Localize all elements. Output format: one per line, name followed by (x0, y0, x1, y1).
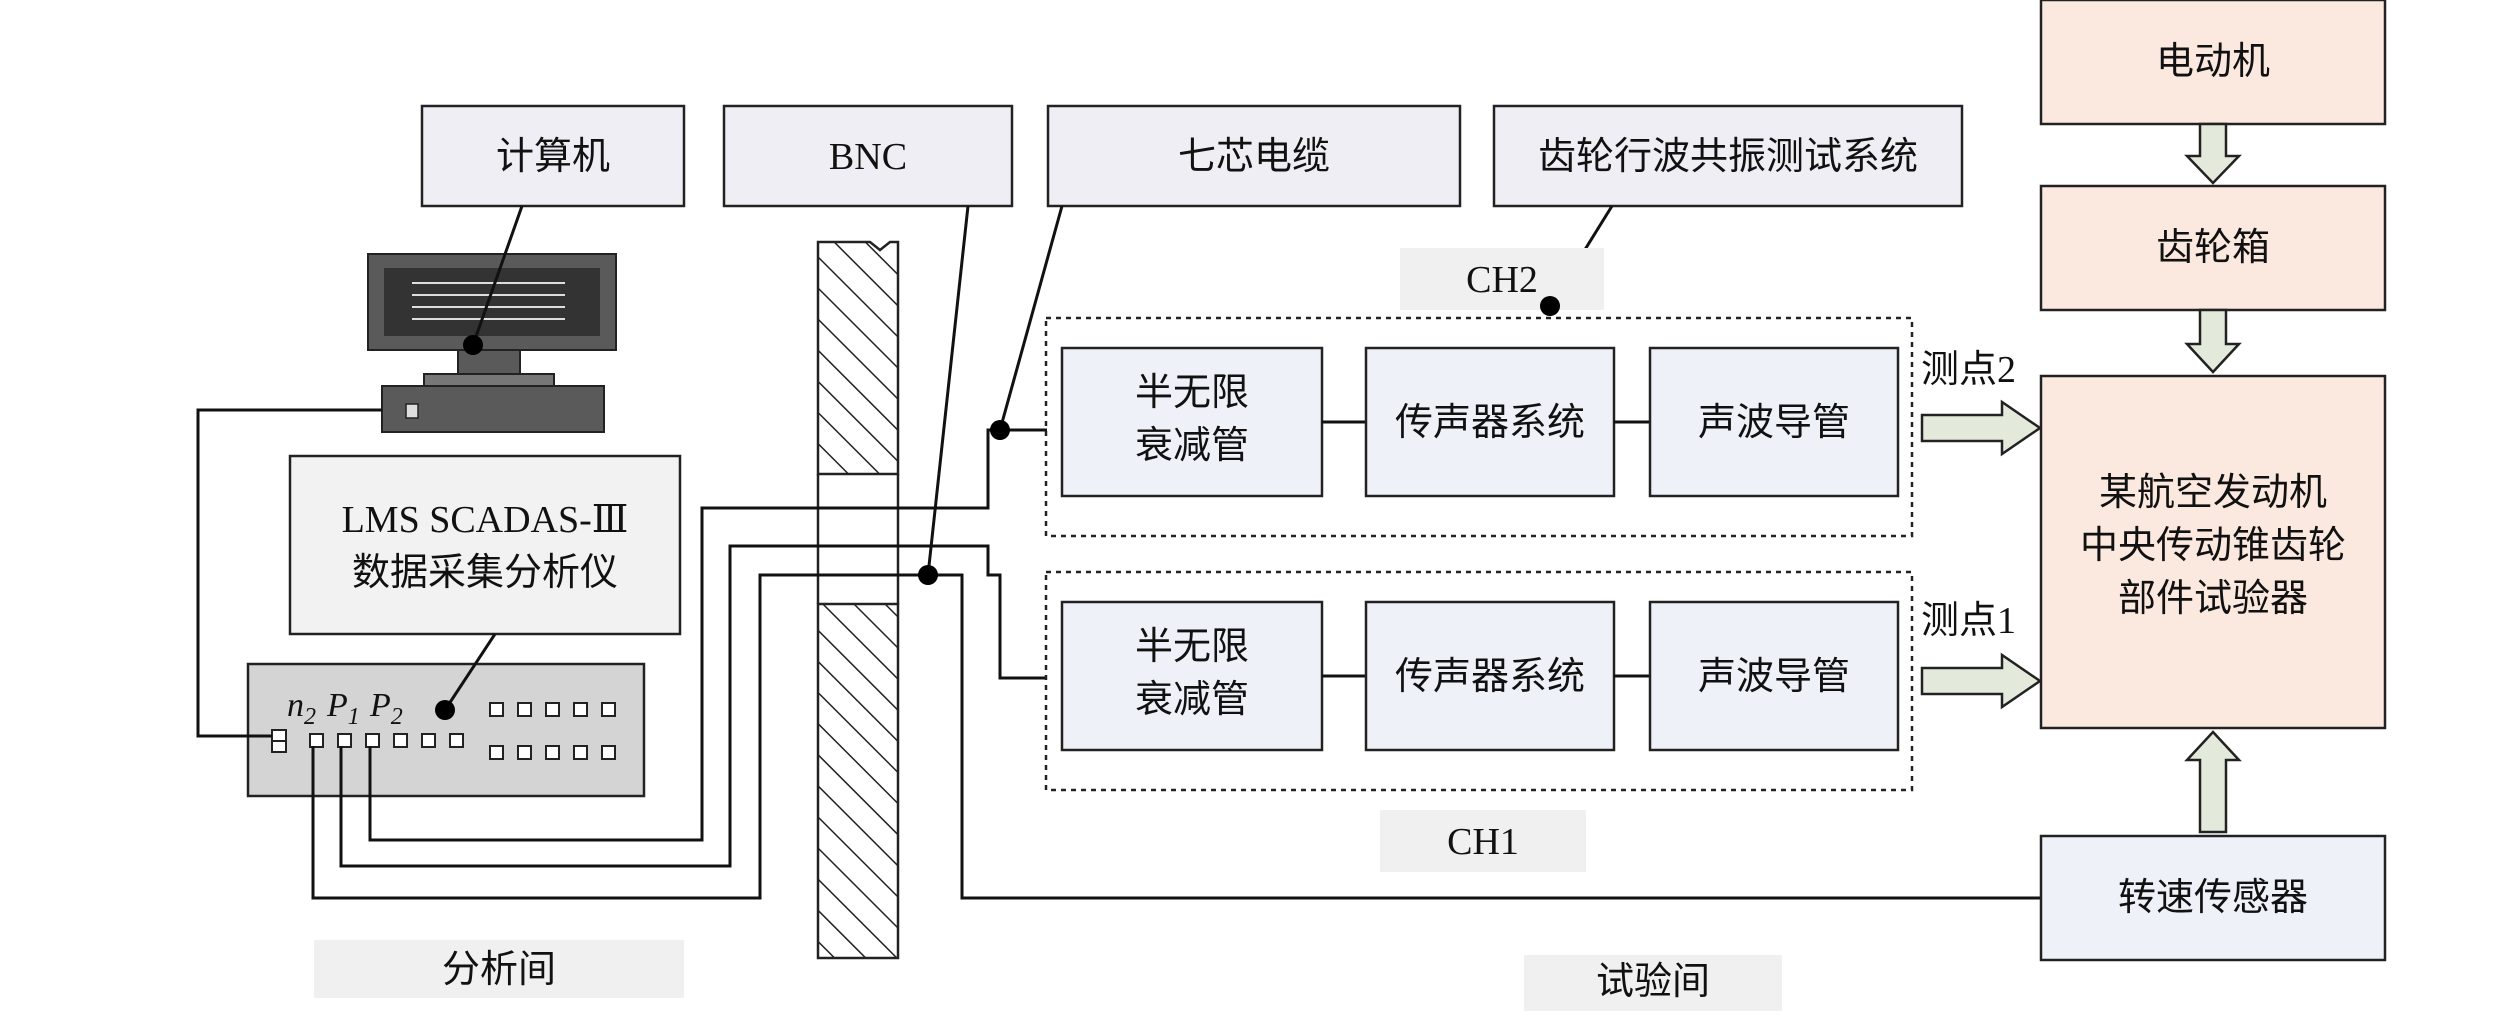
analyzer-label-box: LMS SCADAS-Ⅲ 数据采集分析仪 (288, 454, 682, 636)
ch1-microphone-system-box: 传声器系统 (1364, 600, 1616, 752)
svg-text:转速传感器: 转速传感器 (2118, 877, 2308, 919)
svg-text:半无限: 半无限 (1135, 626, 1249, 668)
point1-arrow (1920, 652, 2043, 710)
computer-icon (367, 253, 617, 433)
bnc-label: BNC (829, 136, 907, 178)
svg-text:声波导管: 声波导管 (1698, 402, 1850, 444)
port-n-label: n2 (287, 687, 316, 730)
ch2-label: CH2 (1400, 248, 1604, 310)
svg-text:部件试验器: 部件试验器 (2118, 578, 2308, 620)
svg-text:某航空发动机: 某航空发动机 (2099, 472, 2327, 514)
test-rig-box: 某航空发动机 中央传动锥齿轮 部件试验器 (2039, 374, 2387, 730)
motor-box: 电动机 (2039, 0, 2387, 126)
cable-label: 七芯电缆 (1178, 136, 1330, 178)
svg-text:试验间: 试验间 (1596, 961, 1710, 1003)
analyzer-ports (271, 702, 616, 760)
computer-label-box: 计算机 (420, 104, 686, 208)
ch2-acoustic-waveguide-box: 声波导管 (1648, 346, 1900, 498)
point1-label: 测点1 (1921, 600, 2016, 642)
test-room-label: 试验间 (1524, 955, 1782, 1011)
junction-dots (435, 296, 1560, 720)
wires (196, 205, 2041, 900)
svg-text:传声器系统: 传声器系统 (1395, 402, 1585, 444)
svg-text:CH2: CH2 (1466, 259, 1538, 301)
svg-text:传声器系统: 传声器系统 (1395, 656, 1585, 698)
svg-text:衰减管: 衰减管 (1135, 679, 1249, 721)
svg-text:半无限: 半无限 (1135, 372, 1249, 414)
gearbox-box: 齿轮箱 (2039, 184, 2387, 312)
ch1-acoustic-waveguide-box: 声波导管 (1648, 600, 1900, 752)
svg-text:中央传动锥齿轮: 中央传动锥齿轮 (2080, 525, 2346, 567)
computer-label: 计算机 (496, 136, 610, 178)
ch2-attenuation-tube-box: 半无限 衰减管 (1060, 346, 1324, 498)
bnc-label-box: BNC (722, 104, 1014, 208)
ch1-group-frame (1044, 570, 1914, 792)
ch1-label: CH1 (1380, 810, 1586, 872)
ch1-attenuation-tube-box: 半无限 衰减管 (1060, 600, 1324, 752)
ch2-microphone-system-box: 传声器系统 (1364, 346, 1616, 498)
ch2-group-frame (1044, 316, 1914, 538)
svg-text:分析间: 分析间 (442, 949, 556, 991)
analyzer-device: n2 P1 P2 (246, 662, 646, 798)
point2-label: 测点2 (1921, 349, 2016, 391)
analyzer-label-line1: LMS SCADAS-Ⅲ (342, 499, 629, 541)
svg-text:声波导管: 声波导管 (1698, 656, 1850, 698)
gearbox-to-rig-arrow (2184, 308, 2242, 374)
cable-label-box: 七芯电缆 (1046, 104, 1462, 208)
test-system-label: 齿轮行波共振测试系统 (1538, 136, 1918, 178)
analysis-room-label: 分析间 (314, 940, 684, 998)
wall-partition (816, 240, 900, 960)
point2-arrow (1920, 399, 2043, 457)
svg-text:CH1: CH1 (1447, 821, 1519, 863)
speed-sensor-box: 转速传感器 (2039, 834, 2387, 962)
svg-text:齿轮箱: 齿轮箱 (2156, 227, 2270, 269)
port-p2-label: P2 (369, 687, 403, 730)
analyzer-label-line2: 数据采集分析仪 (352, 552, 618, 594)
sensor-to-rig-arrow (2184, 730, 2242, 834)
test-system-label-box: 齿轮行波共振测试系统 (1492, 104, 1964, 208)
motor-to-gearbox-arrow (2184, 122, 2242, 185)
svg-text:衰减管: 衰减管 (1135, 425, 1249, 467)
svg-text:电动机: 电动机 (2156, 41, 2270, 83)
port-p1-label: P1 (326, 687, 360, 730)
